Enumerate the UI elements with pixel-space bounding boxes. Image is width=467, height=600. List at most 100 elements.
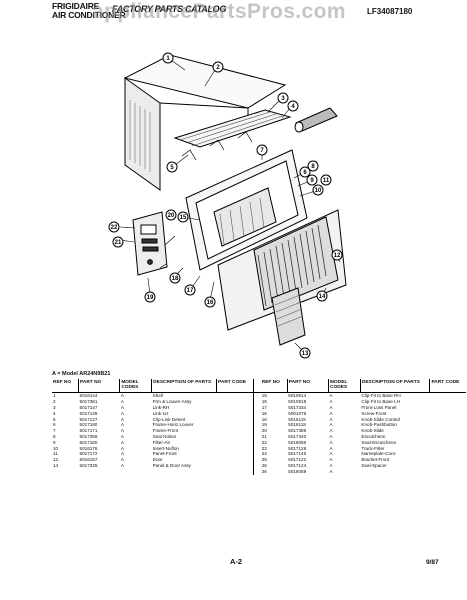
ref-no: 5 — [53, 416, 56, 422]
model-code: A — [120, 416, 124, 422]
ref-no: 20 — [261, 428, 267, 434]
description: Panel & Door Assy — [152, 462, 191, 468]
svg-text:16: 16 — [207, 300, 214, 306]
description: Panel-Front — [152, 451, 177, 457]
svg-text:14: 14 — [319, 294, 326, 300]
col-part-no: PART NO — [78, 379, 120, 394]
model-code: A — [329, 457, 333, 463]
callout-22: 22 — [108, 221, 120, 233]
part-no: 5017381 — [79, 399, 98, 405]
model-code: A — [329, 410, 333, 416]
svg-text:10: 10 — [315, 188, 322, 194]
part-no: 5017122 — [288, 457, 307, 463]
description: Link-RH — [152, 405, 170, 410]
model-code: A — [120, 410, 124, 416]
part-no: 5017172 — [79, 451, 98, 457]
ref-no: 23 — [261, 445, 267, 451]
callout-16: 16 — [204, 296, 216, 308]
ref-no: 22 — [261, 439, 267, 445]
door — [271, 287, 306, 346]
description: Door — [152, 457, 163, 463]
svg-text:19: 19 — [147, 295, 154, 301]
part-code — [430, 469, 466, 475]
callout-7: 7 — [256, 144, 268, 156]
col-part-no-2: PART NO — [286, 379, 329, 394]
ref-no: 11 — [53, 451, 58, 457]
svg-text:11: 11 — [323, 178, 330, 184]
model-code: A — [329, 433, 333, 439]
ref-no: 14 — [53, 462, 59, 468]
description: Knob-Slide Control — [361, 416, 400, 422]
part-no: 5001076 — [288, 410, 307, 416]
svg-text:22: 22 — [111, 225, 118, 231]
svg-text:15: 15 — [180, 215, 187, 221]
ref-no: 8 — [53, 433, 56, 439]
model-code: A — [120, 428, 124, 434]
col-model-codes: MODEL CODES — [119, 379, 152, 394]
svg-text:17: 17 — [187, 288, 194, 294]
catalog-title: FACTORY PARTS CATALOG — [112, 4, 227, 14]
callout-9: 9 — [306, 174, 318, 186]
description: Nameplate-Conc — [361, 451, 396, 457]
model-code: A — [329, 405, 333, 410]
part-no: 5017325 — [79, 462, 98, 468]
callout-15: 15 — [177, 211, 189, 223]
description: Screw-Front — [361, 410, 387, 416]
callout-20: 20 — [165, 209, 177, 221]
description: Clip-Fit to Base LH — [361, 399, 400, 405]
col-ref-no: REF NO — [52, 379, 79, 394]
svg-text:20: 20 — [168, 213, 175, 219]
description: Knob-Pushbutton — [361, 422, 397, 428]
ref-no: 12 — [53, 457, 59, 463]
svg-text:2: 2 — [216, 65, 220, 71]
description: Frame-Horiz Louver — [152, 422, 194, 428]
callout-17: 17 — [184, 284, 196, 296]
description: Insert-Nuflon — [152, 445, 179, 451]
svg-text:21: 21 — [115, 240, 122, 246]
louver-frame — [173, 109, 292, 161]
svg-text:3: 3 — [281, 96, 285, 102]
col-description-2: DESCRIPTION OF PARTS — [359, 379, 430, 394]
callout-11: 11 — [320, 174, 332, 186]
description: Seal-Spacer — [361, 462, 387, 468]
ref-no: 3 — [53, 405, 56, 410]
part-no: 5010914 — [288, 393, 307, 399]
control-escutcheon — [132, 211, 168, 276]
svg-text:13: 13 — [302, 351, 309, 357]
description: Link-LH — [152, 410, 169, 416]
col-part-code: PART CODE — [216, 379, 254, 394]
description: Bracket-Front — [361, 457, 390, 463]
description — [360, 469, 430, 475]
part-no: 5017171 — [79, 428, 98, 434]
part-no: 5017147 — [79, 405, 98, 410]
svg-text:1: 1 — [166, 56, 170, 62]
model-line: A = Model AR24N9B21 — [52, 371, 111, 377]
callout-10: 10 — [312, 184, 324, 196]
ref-no: 18 — [261, 416, 267, 422]
cabinet-shell — [123, 54, 287, 191]
description: Filter-Air — [152, 439, 171, 445]
part-no: 5017358 — [79, 433, 98, 439]
part-no: 5017334 — [288, 405, 307, 410]
callout-19: 19 — [144, 291, 156, 303]
callout-14: 14 — [316, 290, 328, 302]
svg-text:5: 5 — [170, 165, 174, 171]
model-code: A — [329, 428, 333, 434]
parts-table: REF NO PART NO MODEL CODES DESCRIPTION O… — [52, 379, 466, 475]
callout-4: 4 — [287, 100, 299, 112]
model-code: A — [329, 393, 333, 399]
ref-no: 4 — [53, 410, 56, 416]
description: Clip-Link Detent — [152, 416, 186, 422]
svg-text:4: 4 — [291, 104, 295, 110]
part-no: 5017124 — [288, 462, 307, 468]
ref-no: 7 — [53, 428, 56, 434]
model-code: A — [120, 433, 124, 439]
